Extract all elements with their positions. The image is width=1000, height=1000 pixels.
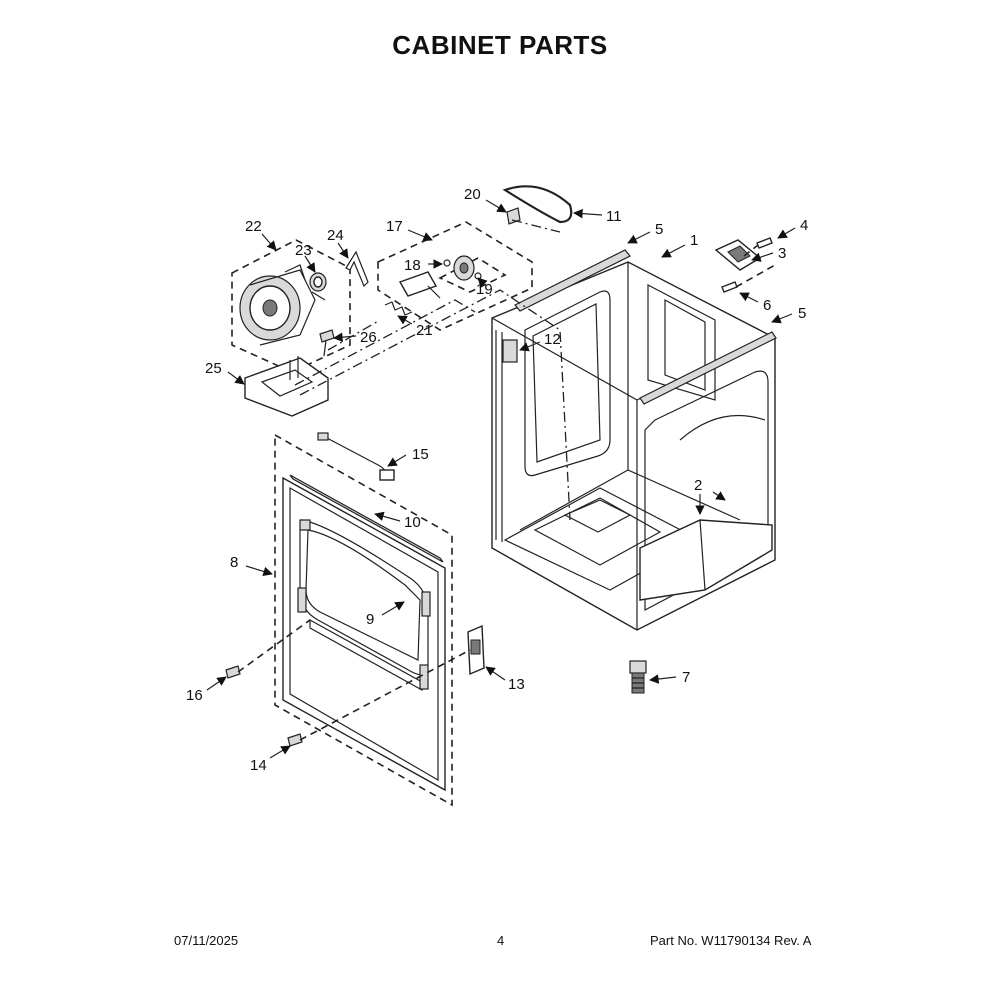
callout-6: 6 [763,297,771,314]
screw-part-16 [225,665,241,679]
door-switch-part [467,624,485,676]
screw-part-14 [287,733,303,747]
wire-harness-part [317,432,395,481]
assembly-lines [237,219,776,741]
front-panel-part [274,433,453,807]
callout-15: 15 [412,446,429,463]
callout-17: 17 [386,218,403,235]
idler-spring-part [384,301,413,316]
footer-page-number: 4 [497,933,505,948]
screw-part-4 [756,237,773,249]
callout-22: 22 [245,218,262,235]
callout-3: 3 [778,245,786,262]
cabinet-part [491,249,777,631]
callout-8: 8 [230,554,238,571]
footer-part-number: Part No. W11790134 Rev. A [650,933,812,948]
callout-9: 9 [366,611,374,628]
idler-bracket-part [398,271,441,299]
mounting-bracket-part [714,239,762,271]
panel-strip-part [289,474,444,563]
drive-belt-part [502,185,573,224]
callout-4: 4 [800,217,808,234]
callout-20: 20 [464,186,481,203]
callout-13: 13 [508,676,525,693]
idler-bolt-part [506,207,521,225]
drive-motor-part [231,239,351,373]
footer-date: 07/11/2025 [174,933,239,948]
callout-16: 16 [186,687,203,704]
callout-5a: 5 [655,221,663,238]
callout-labels: 1 2 3 4 5 5 6 7 8 9 10 11 12 13 14 15 16… [186,186,808,774]
callout-18: 18 [404,257,421,274]
pulley-part [309,272,327,292]
idler-pulley-part [453,255,475,281]
page-title: CABINET PARTS [392,30,608,60]
callout-24: 24 [327,227,344,244]
callout-23: 23 [295,242,312,259]
callout-12: 12 [544,331,561,348]
screw-part-26 [319,329,335,357]
callout-5b: 5 [798,305,806,322]
callout-19: 19 [476,281,493,298]
leveling-leg-part [629,660,647,694]
callout-2: 2 [694,477,702,494]
callout-7: 7 [682,669,690,686]
callout-11: 11 [606,208,622,225]
callout-26: 26 [360,329,377,346]
screw-part-6 [721,281,738,293]
callout-25: 25 [205,360,222,377]
leader-lines [206,199,796,759]
light-assembly-part [502,339,518,363]
callout-10: 10 [404,514,421,531]
clip-part [345,250,369,288]
callout-21: 21 [416,322,433,339]
callout-1: 1 [690,232,698,249]
motor-mount-part [244,356,329,417]
callout-14: 14 [250,757,267,774]
